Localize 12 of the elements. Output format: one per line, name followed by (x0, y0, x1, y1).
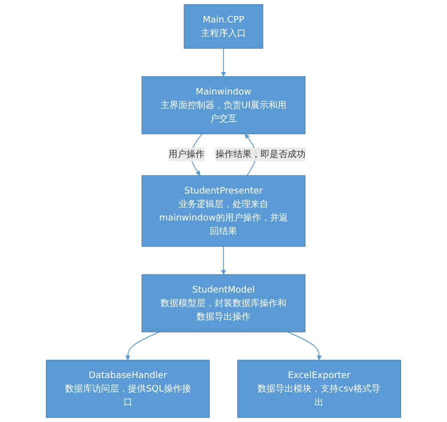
node-box: DatabaseHandler 数据库访问层，提供SQL操作接口 (46, 360, 210, 418)
arrow (221, 246, 226, 275)
arrow (125, 332, 160, 360)
node-box: ExcelExporter 数据导出模块，支持csv格式导出 (237, 360, 402, 418)
node-box: Mainwindow 主界面控制器，负责UI展示和用户交互 (142, 76, 306, 134)
edge-label: 操作结果，即是否成功 (215, 148, 306, 160)
node-box: StudentPresenter 业务逻辑层，处理来自mainwindow的用户操作，并返回结果 (142, 175, 306, 247)
node-box: Main.CPP 主程序入口 (184, 4, 264, 49)
arrow (287, 332, 322, 360)
edge-label: 用户操作 (168, 148, 205, 160)
arrow (221, 48, 226, 77)
node-box: StudentModel 数据模型层，封装数据库操作和数据导出操作 (142, 274, 306, 332)
